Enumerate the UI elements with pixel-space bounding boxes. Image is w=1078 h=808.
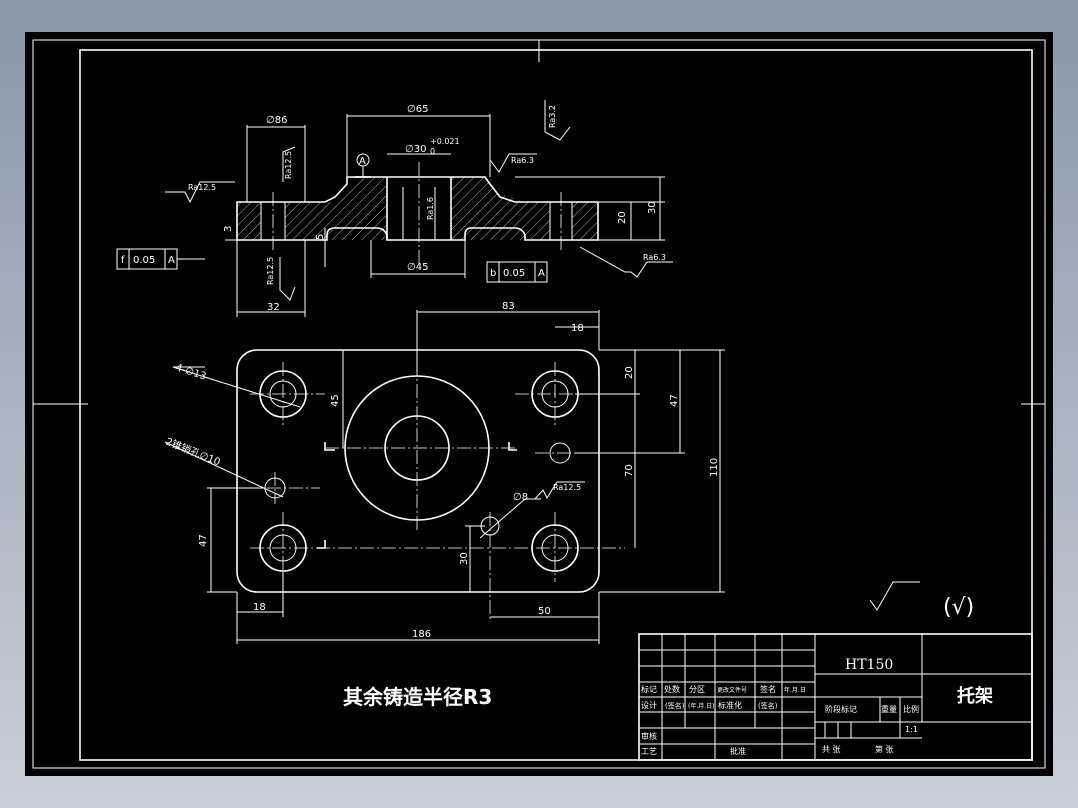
plan-view: 83 18 20 70 47 110 45 47 30 18 50 186: [164, 301, 725, 644]
section-view: ∅86 ∅65 ∅30 +0.021 0 ∅45 32 20 30 3 5 A: [116, 100, 673, 317]
roughness-ra12-5-left: Ra12.5: [188, 183, 216, 192]
tb-std-sig: (签名): [758, 701, 778, 710]
flatness-datum: A: [168, 255, 175, 266]
flatness-value: 0.05: [133, 255, 155, 266]
dim-d30-tol: +0.021: [430, 137, 460, 146]
dim-18-top: 18: [571, 323, 584, 334]
tb-approve: 批准: [730, 746, 746, 756]
tb-date: 年.月.日: [784, 686, 806, 694]
tb-sheet-total: 共 张: [822, 745, 841, 754]
dim-d30: ∅30: [405, 144, 426, 155]
roughness-ra12-5-hole: Ra12.5: [553, 483, 581, 492]
tb-docno: 更改文件号: [717, 686, 747, 694]
tb-stage: 阶段标记: [825, 704, 857, 714]
dim-50: 50: [538, 606, 551, 617]
flatness-symbol: f: [121, 255, 125, 266]
tb-count: 处数: [664, 684, 680, 694]
dim-h3: 3: [223, 226, 234, 232]
parallel-value: 0.05: [503, 268, 525, 279]
dim-20: 20: [624, 366, 635, 379]
dim-70: 70: [624, 464, 635, 477]
tb-scale-label: 比例: [903, 704, 919, 714]
callout-pin-holes: 2锥销孔∅10: [164, 435, 222, 469]
tb-process: 工艺: [641, 747, 657, 756]
roughness-ra1-6: Ra1.6: [426, 197, 435, 220]
parallel-datum: A: [538, 268, 545, 279]
dim-83: 83: [502, 301, 515, 312]
roughness-ra6-3-bottom: Ra6.3: [643, 253, 666, 262]
dim-30: 30: [459, 552, 470, 565]
dim-32: 32: [267, 302, 280, 313]
inner-frame: [79, 49, 1033, 761]
dim-d86: ∅86: [266, 115, 287, 126]
tb-sign: 签名: [760, 684, 776, 694]
tb-material: HT150: [845, 657, 893, 673]
dim-d30-tol-low: 0: [430, 147, 435, 156]
roughness-ra3-2: Ra3.2: [548, 105, 557, 128]
tb-scale: 1:1: [905, 725, 918, 734]
tb-part-name: 托架: [957, 685, 993, 707]
roughness-ra12-5-bottom: Ra12.5: [266, 257, 275, 285]
tb-date-sig: (年.月.日): [688, 702, 715, 710]
tb-mark: 标记: [641, 684, 657, 694]
general-roughness: (√): [943, 595, 974, 620]
drawing-sheet: ∅86 ∅65 ∅30 +0.021 0 ∅45 32 20 30 3 5 A: [25, 32, 1053, 776]
tb-reviewer: 审核: [641, 731, 657, 741]
tb-designer-sig: (签名): [665, 701, 685, 710]
title-block: 标记 处数 分区 更改文件号 签名 年.月.日 设计 (签名) (年.月.日) …: [638, 633, 1033, 761]
dim-45: 45: [330, 394, 341, 407]
tb-zone: 分区: [689, 685, 705, 694]
parallel-symbol: b: [490, 268, 496, 279]
dim-d65: ∅65: [407, 104, 428, 115]
general-note: 其余铸造半径R3: [343, 685, 492, 709]
dim-47-right: 47: [669, 394, 680, 407]
dim-h30: 30: [647, 201, 658, 214]
dim-186: 186: [412, 629, 431, 640]
roughness-ra6-3-top: Ra6.3: [511, 156, 534, 165]
dim-d45: ∅45: [407, 262, 428, 273]
roughness-check-icon: [869, 581, 920, 611]
tb-designer: 设计: [641, 700, 657, 710]
dim-h5: 5: [315, 234, 326, 240]
datum-a: A: [359, 156, 366, 167]
dim-h20: 20: [617, 211, 628, 224]
dim-18-bottom: 18: [253, 602, 266, 613]
cad-drawing: ∅86 ∅65 ∅30 +0.021 0 ∅45 32 20 30 3 5 A: [32, 39, 1046, 769]
dim-47-left: 47: [198, 534, 209, 547]
tb-sheet-no: 第 张: [875, 744, 894, 754]
callout-4x13: 4-∅13: [174, 362, 207, 382]
roughness-ra12-5-vert: Ra12.5: [284, 151, 293, 179]
tb-standard: 标准化: [718, 700, 742, 710]
callout-d8: ∅8: [513, 492, 528, 503]
dim-110: 110: [709, 458, 720, 477]
tb-weight: 重量: [881, 704, 897, 714]
